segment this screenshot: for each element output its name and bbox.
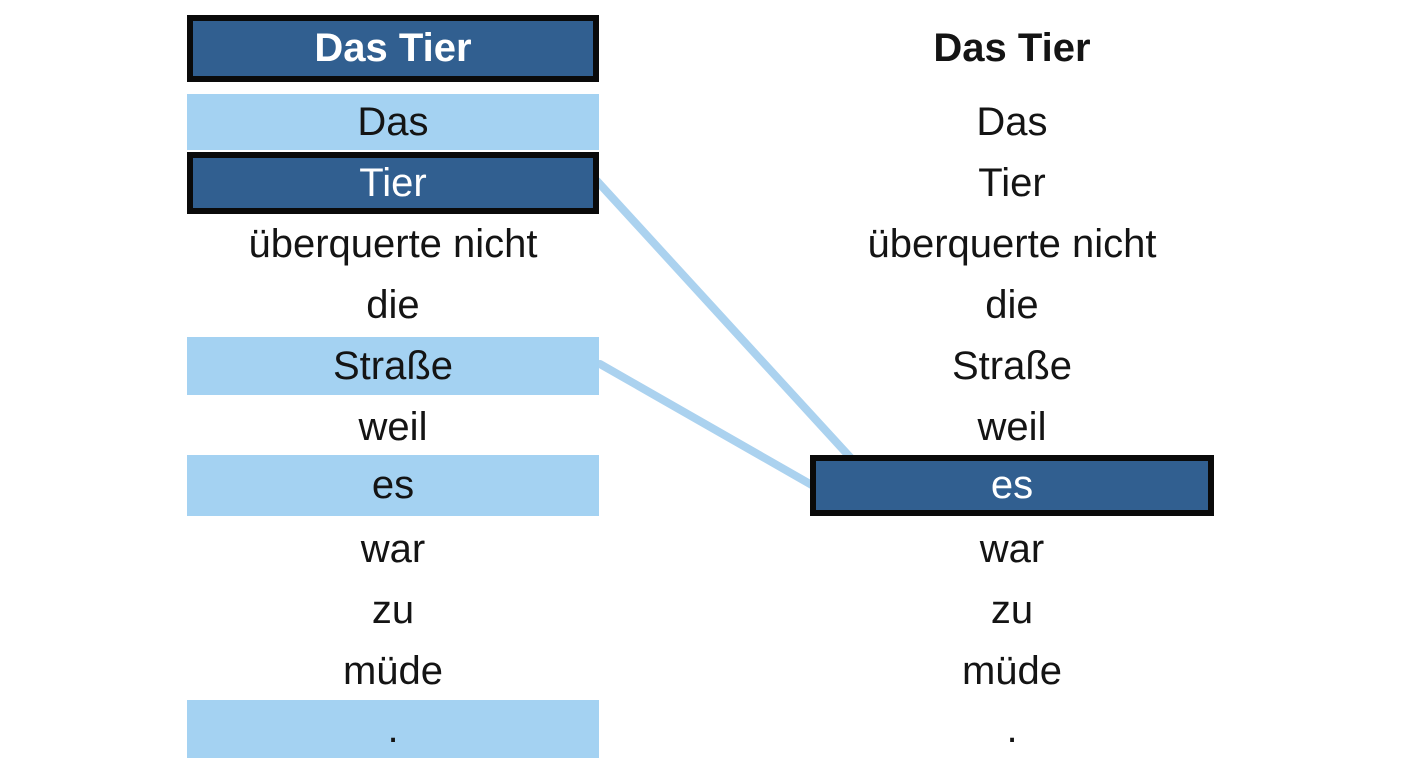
right-column: Das Tier Das Tier überquerte nicht die S…	[810, 0, 1214, 768]
token-right-muede[interactable]: müde	[810, 641, 1214, 701]
token-label: zu	[990, 587, 1034, 632]
token-label: Tier	[978, 160, 1046, 205]
token-label: war	[979, 526, 1045, 571]
token-left-ueberquerte-nicht[interactable]: überquerte nicht	[187, 214, 599, 275]
token-left-es[interactable]: es	[187, 455, 599, 516]
token-label: Das	[976, 99, 1048, 144]
token-left-die[interactable]: die	[187, 275, 599, 336]
token-label: überquerte nicht	[867, 222, 1157, 266]
token-left-das[interactable]: Das	[187, 94, 599, 150]
token-left-weil[interactable]: weil	[187, 397, 599, 457]
token-right-ueberquerte-nicht[interactable]: überquerte nicht	[810, 214, 1214, 275]
token-label: .	[387, 706, 399, 751]
token-label: Straße	[951, 343, 1073, 388]
token-left-period[interactable]: .	[187, 700, 599, 758]
token-label: zu	[371, 587, 415, 632]
token-label: Tier	[359, 160, 427, 205]
left-header-box: Das Tier	[187, 15, 599, 82]
token-label: es	[371, 463, 415, 507]
left-column: Das Tier Das Tier überquerte nicht die S…	[187, 0, 599, 768]
token-right-tier[interactable]: Tier	[810, 152, 1214, 214]
token-label: .	[1006, 706, 1018, 751]
token-label: Straße	[332, 343, 454, 388]
right-header-label: Das Tier	[810, 15, 1214, 82]
token-label: müde	[961, 648, 1063, 693]
token-right-es[interactable]: es	[810, 455, 1214, 516]
token-right-das[interactable]: Das	[810, 94, 1214, 150]
token-right-war[interactable]: war	[810, 519, 1214, 579]
token-label: weil	[358, 404, 428, 449]
token-label: müde	[342, 648, 444, 693]
token-left-zu[interactable]: zu	[187, 580, 599, 640]
token-label: weil	[977, 404, 1047, 449]
connection-tier-es	[593, 177, 886, 496]
token-right-period[interactable]: .	[810, 700, 1214, 758]
token-right-zu[interactable]: zu	[810, 580, 1214, 640]
token-left-war[interactable]: war	[187, 519, 599, 579]
token-left-muede[interactable]: müde	[187, 641, 599, 701]
token-label: die	[366, 283, 420, 327]
token-label: war	[360, 526, 426, 571]
token-left-tier[interactable]: Tier	[187, 152, 599, 214]
token-label: die	[985, 283, 1039, 327]
connection-strasse-es	[596, 360, 842, 504]
token-right-die[interactable]: die	[810, 275, 1214, 336]
token-left-strasse[interactable]: Straße	[187, 337, 599, 395]
token-label: es	[990, 463, 1034, 507]
left-header-label: Das Tier	[314, 26, 472, 70]
token-right-strasse[interactable]: Straße	[810, 337, 1214, 395]
token-label: Das	[357, 99, 429, 144]
token-right-weil[interactable]: weil	[810, 397, 1214, 457]
token-label: überquerte nicht	[248, 222, 538, 266]
right-header-text: Das Tier	[933, 26, 1091, 70]
